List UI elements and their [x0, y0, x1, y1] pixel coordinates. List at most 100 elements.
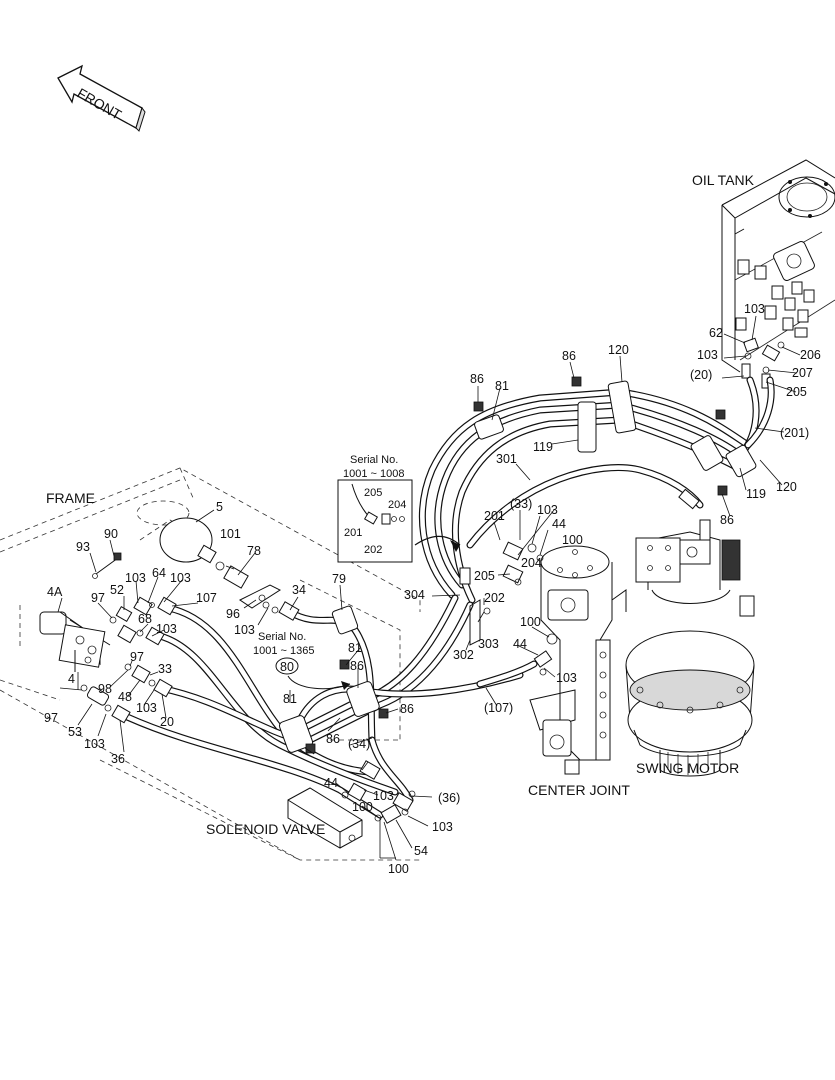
label-44-b: 44 — [513, 637, 527, 651]
center-joint-label: CENTER JOINT — [528, 782, 630, 798]
serial-2-line2: 1001 ~ 1365 — [253, 645, 314, 657]
label-4: 4 — [68, 672, 75, 686]
hose-clamps — [278, 380, 757, 753]
label-81-c: 81 — [348, 641, 362, 655]
center-joint — [529, 545, 627, 775]
label-201-inset: 201 — [344, 527, 362, 539]
label-33: 33 — [158, 662, 172, 676]
frame-outline — [0, 467, 421, 861]
label-53: 53 — [68, 725, 82, 739]
accumulator-5 — [159, 517, 249, 589]
label-54: 54 — [414, 844, 428, 858]
label-119-a: 119 — [533, 440, 553, 454]
label-90: 90 — [104, 527, 118, 541]
label-202: 202 — [484, 591, 505, 605]
label-68: 68 — [138, 612, 152, 626]
hose-bundle-lower — [121, 594, 524, 819]
label-201-paren: (201) — [780, 426, 809, 440]
oil-tank-label: OIL TANK — [692, 172, 755, 188]
label-5: 5 — [216, 500, 223, 514]
oil-tank — [721, 159, 835, 373]
label-97-c: 97 — [44, 711, 58, 725]
solenoid-valve-label: SOLENOID VALVE — [206, 821, 325, 837]
label-100-b: 100 — [520, 615, 541, 629]
leader-lines — [57, 315, 801, 861]
label-301: 301 — [496, 452, 517, 466]
label-79: 79 — [332, 572, 346, 586]
label-103-g: 103 — [136, 701, 157, 715]
label-107-paren: (107) — [484, 701, 513, 715]
label-304: 304 — [404, 588, 425, 602]
label-100-c: 100 — [352, 800, 373, 814]
circled-80 — [275, 657, 299, 675]
frame-label: FRAME — [46, 490, 95, 506]
label-119-b: 119 — [746, 487, 766, 501]
label-205-tank: 205 — [786, 385, 807, 399]
label-81-a: 81 — [495, 379, 509, 393]
tank-fittings — [741, 337, 785, 389]
arrow-80 — [287, 675, 351, 690]
label-100-d: 100 — [388, 862, 409, 876]
label-4a: 4A — [47, 585, 63, 599]
swing-motor-label: SWING MOTOR — [636, 760, 739, 776]
bolt-90 — [92, 552, 122, 579]
serial-1-line1: Serial No. — [350, 454, 398, 466]
label-207: 207 — [792, 366, 813, 380]
label-86-f: 86 — [326, 732, 340, 746]
label-103-d: 103 — [125, 571, 146, 585]
label-34: 34 — [292, 583, 306, 597]
label-62: 62 — [709, 326, 723, 340]
label-36: 36 — [111, 752, 125, 766]
label-100-a: 100 — [562, 533, 583, 547]
label-97-b: 97 — [130, 650, 144, 664]
label-302: 302 — [453, 648, 474, 662]
label-52: 52 — [110, 583, 124, 597]
label-93: 93 — [76, 540, 90, 554]
label-103-tank2: 103 — [697, 348, 718, 362]
label-48: 48 — [118, 690, 132, 704]
solenoid-fittings — [341, 760, 416, 824]
label-103-i: 103 — [373, 789, 394, 803]
label-34-paren: (34) — [348, 737, 370, 751]
label-103-f: 103 — [156, 622, 177, 636]
label-103-tank: 103 — [744, 302, 765, 316]
part-labels: 86 81 86 120 119 103 62 103 206 (20) 207… — [44, 302, 821, 876]
label-78: 78 — [247, 544, 261, 558]
label-103-c: 103 — [234, 623, 255, 637]
swing-motor — [625, 519, 755, 777]
label-206: 206 — [800, 348, 821, 362]
label-86-d: 86 — [350, 659, 364, 673]
serial-1-line2: 1001 ~ 1008 — [343, 468, 404, 480]
label-205-inset: 205 — [364, 487, 382, 499]
bracket-96 — [239, 584, 300, 621]
label-81-b: 81 — [283, 692, 297, 706]
label-202-inset: 202 — [364, 544, 382, 556]
bolts — [305, 376, 728, 754]
label-86-b: 86 — [562, 349, 576, 363]
label-303: 303 — [478, 637, 499, 651]
label-36-paren: (36) — [438, 791, 460, 805]
label-44-c: 44 — [324, 776, 338, 790]
label-103-e: 103 — [170, 571, 191, 585]
label-204: 204 — [521, 556, 542, 570]
label-86-e: 86 — [400, 702, 414, 716]
label-20: 20 — [160, 715, 174, 729]
arrow-80-head — [341, 681, 350, 690]
front-arrow-icon — [57, 64, 146, 132]
label-201: 201 — [484, 509, 505, 523]
label-97-a: 97 — [91, 591, 105, 605]
label-205: 205 — [474, 569, 495, 583]
label-33-paren: (33) — [510, 497, 532, 511]
label-120-a: 120 — [608, 343, 629, 357]
label-80: 80 — [280, 660, 294, 674]
label-101: 101 — [220, 527, 241, 541]
label-86-a: 86 — [470, 372, 484, 386]
serial-inset-box — [337, 479, 461, 563]
label-98: 98 — [98, 682, 112, 696]
label-44-a: 44 — [552, 517, 566, 531]
label-20-paren: (20) — [690, 368, 712, 382]
label-64: 64 — [152, 566, 166, 580]
label-107: 107 — [196, 591, 217, 605]
label-103-j: 103 — [432, 820, 453, 834]
